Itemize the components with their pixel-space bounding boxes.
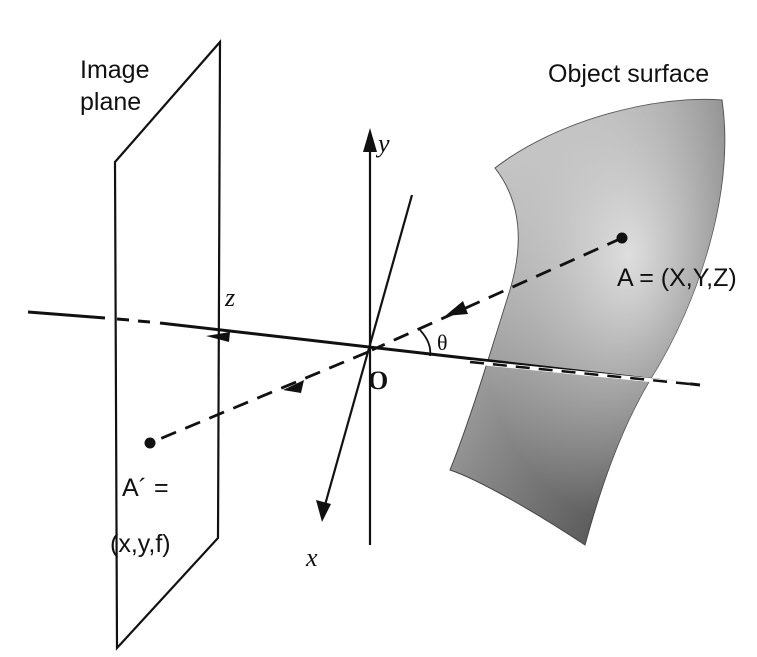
z-axis-label: z xyxy=(224,283,235,312)
origin-label: O xyxy=(368,366,388,395)
z-axis-arrowhead xyxy=(206,332,230,342)
point-a-prime-marker xyxy=(144,437,156,449)
point-a-marker xyxy=(616,232,628,244)
image-plane-label-line1: Image xyxy=(80,56,149,84)
image-plane xyxy=(113,39,222,651)
y-axis xyxy=(363,128,377,545)
projection-ray-image xyxy=(149,350,369,445)
optical-axis-hidden-dashes xyxy=(469,360,691,386)
projection-ray-object xyxy=(371,236,623,352)
point-a-label: A = (X,Y,Z) xyxy=(617,264,737,292)
point-a-prime-label-line1: A´ = xyxy=(122,474,169,502)
point-a-prime-label-line2: (x,y,f) xyxy=(110,530,171,558)
object-surface xyxy=(449,98,726,546)
theta-label: θ xyxy=(437,330,448,355)
y-axis-label: y xyxy=(375,129,390,158)
object-surface-label: Object surface xyxy=(548,60,709,88)
x-axis-label: x xyxy=(305,543,318,572)
theta-arc xyxy=(419,329,432,357)
image-plane-label-line2: plane xyxy=(80,88,141,116)
x-axis xyxy=(316,194,414,522)
